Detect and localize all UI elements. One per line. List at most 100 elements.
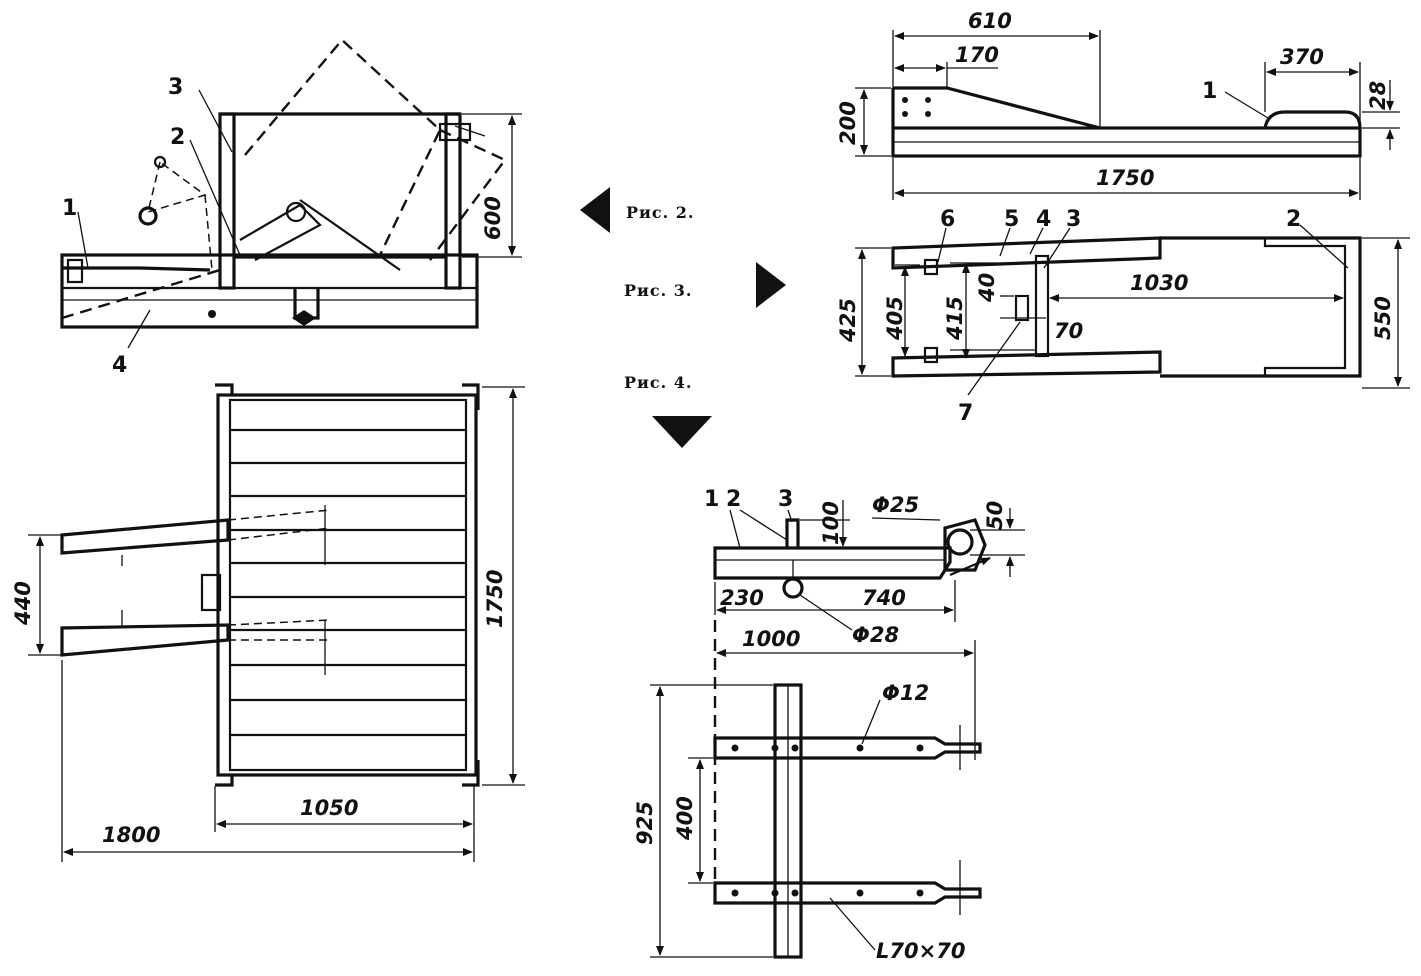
fig2-plan-dim-1050: 1050 [300,796,358,820]
fig4-leader-phi28 [799,594,853,631]
fig4-dim-phi28: Φ28 [852,623,899,647]
fig3-plan-frame-inner [1263,238,1347,376]
fig2-side-linkage-drop [204,194,213,271]
fig2-side-label-1: 1 [62,196,77,221]
fig4-label-2: 2 [726,487,741,512]
fig4-plan-bolt-holes-top [731,744,924,752]
fig4-plan-view: Φ12 925 400 L70×70 [633,620,982,963]
fig2-side-label-3: 3 [168,75,183,100]
fig2-side-axle-hub [292,310,316,326]
fig2-plan-deck [228,398,468,772]
fig2-side-linkage-dashed [146,161,207,214]
fig3-arrow-icon [756,262,786,308]
fig4-plan-arm-top [713,736,982,760]
fig2-side-coupler [66,258,84,284]
fig3-side-dim-200: 200 [836,101,860,145]
fig2-plan-corner-br [462,760,480,787]
fig3-plan-label-2: 2 [1286,207,1301,232]
fig3-side-dim-1750: 1750 [1096,166,1154,190]
fig2-side-leader-1 [77,211,89,269]
fig2-plan-drawbar-top [60,518,230,555]
fig4-side-pin-hole [782,577,804,599]
fig2-plan-dim-1800: 1800 [102,823,160,847]
fig2-side-tongue [62,266,211,272]
fig2-side-label-4: 4 [112,353,127,378]
fig4-dim-phi12: Φ12 [882,681,929,705]
fig2-plan-corner-tr [462,383,480,410]
fig3-side-view: 610 170 370 28 200 1750 1 [836,9,1400,200]
fig3-plan-leader-7 [967,321,1021,396]
fig3-plan-dim-415: 415 [943,296,967,341]
fig3-side-leader-1 [1224,91,1269,119]
fig3-plan-dim-425: 425 [836,298,860,343]
fig3-plan-bottom-member [891,350,1162,378]
fig4-leader-phi12 [861,699,881,745]
fig3-plan-leader-5 [999,227,1011,257]
fig4-arrow-icon [652,416,712,448]
fig3-side-dim-370: 370 [1280,45,1324,69]
fig3-side-gusset [893,86,1101,130]
fig3-side-dim-610: 610 [968,9,1012,33]
fig4-dim-400: 400 [673,796,697,841]
fig2-caption: Рис. 2. [626,203,694,222]
fig2-plan-drawbar-top-hidden [227,509,331,541]
fig2-side-lever [299,199,401,271]
fig2-plan-boards [230,428,466,737]
fig3-plan-dim-40: 40 [975,273,999,303]
fig3-plan-frame-rear [1160,236,1362,378]
fig4-leader-angle [829,897,876,951]
fig3-side-bolt-holes [902,97,931,117]
fig2-side-latch [454,125,486,137]
fig3-plan-top-member [891,236,1162,270]
fig2-side-leader-4 [127,309,151,349]
fig3-plan-dim-405: 405 [883,296,907,341]
fig3-plan-label-7: 7 [958,401,973,426]
fig4-label-3: 3 [778,487,793,512]
fig2-side-tilted-box [244,38,442,256]
fig4-dim-100: 100 [819,501,843,545]
fig3-plan-clip-bottom [923,346,939,364]
fig4-dim-50: 50 [983,501,1007,530]
fig2-side-linkage-top-pin [153,155,167,169]
fig2-plan-corner-bl [215,774,234,787]
fig2-plan-view: 440 1750 1050 1800 [11,383,525,862]
fig4-side-bar [713,546,952,580]
fig3-caption: Рис. 3. [624,281,692,300]
fig4-side-eye-plate [943,518,987,572]
fig4-eye-arrow [949,556,991,577]
fig2-plan-frame [216,393,478,777]
fig3-side-bumper [1263,110,1362,129]
fig2-side-view: 600 3 2 1 4 [60,38,522,378]
fig4-side-lug [785,518,800,548]
fig2-side-rear-hinge [438,122,472,142]
fig3-plan-label-3: 3 [1066,207,1081,232]
fig4-dim-230: 230 [720,586,764,610]
fig2-plan-hitch-plate [200,573,222,612]
fig3-plan-cross-member [1034,254,1050,358]
fig2-side-base-frame [60,253,479,329]
fig4-side-view: 100 Φ25 50 230 740 Φ28 1000 1 2 3 [704,487,1025,760]
fig4-leader-1 [729,509,741,549]
fig3-plan-label-4: 4 [1036,207,1051,232]
fig3-plan-label-5: 5 [1004,207,1019,232]
fig2-side-leader-2 [189,139,241,256]
fig3-plan-bracket [1014,294,1030,322]
fig2-plan-dim-1750: 1750 [483,570,507,628]
fig2-side-label-2: 2 [170,125,185,150]
fig3-plan-dim-1030: 1030 [1130,271,1188,295]
fig2-side-dim-600: 600 [481,196,505,240]
fig2-side-linkage-pin [138,206,158,226]
fig3-plan-clip-top [923,258,939,276]
fig4-plan-arm-bottom [713,881,982,905]
fig3-side-dim-28: 28 [1366,81,1390,110]
fig3-plan-label-6: 6 [940,207,955,232]
fig3-plan-leader-6 [937,227,947,263]
fig4-label-1: 1 [704,487,719,512]
fig4-dim-angle: L70×70 [876,939,965,963]
fig2-plan-dim-440: 440 [11,581,35,626]
fig2-side-post-left [218,112,236,290]
fig4-side-eye-hole [946,528,974,556]
fig4-leader-3 [787,509,793,523]
fig4-caption: Рис. 4. [624,373,692,392]
fig4-dim-925: 925 [633,801,657,845]
